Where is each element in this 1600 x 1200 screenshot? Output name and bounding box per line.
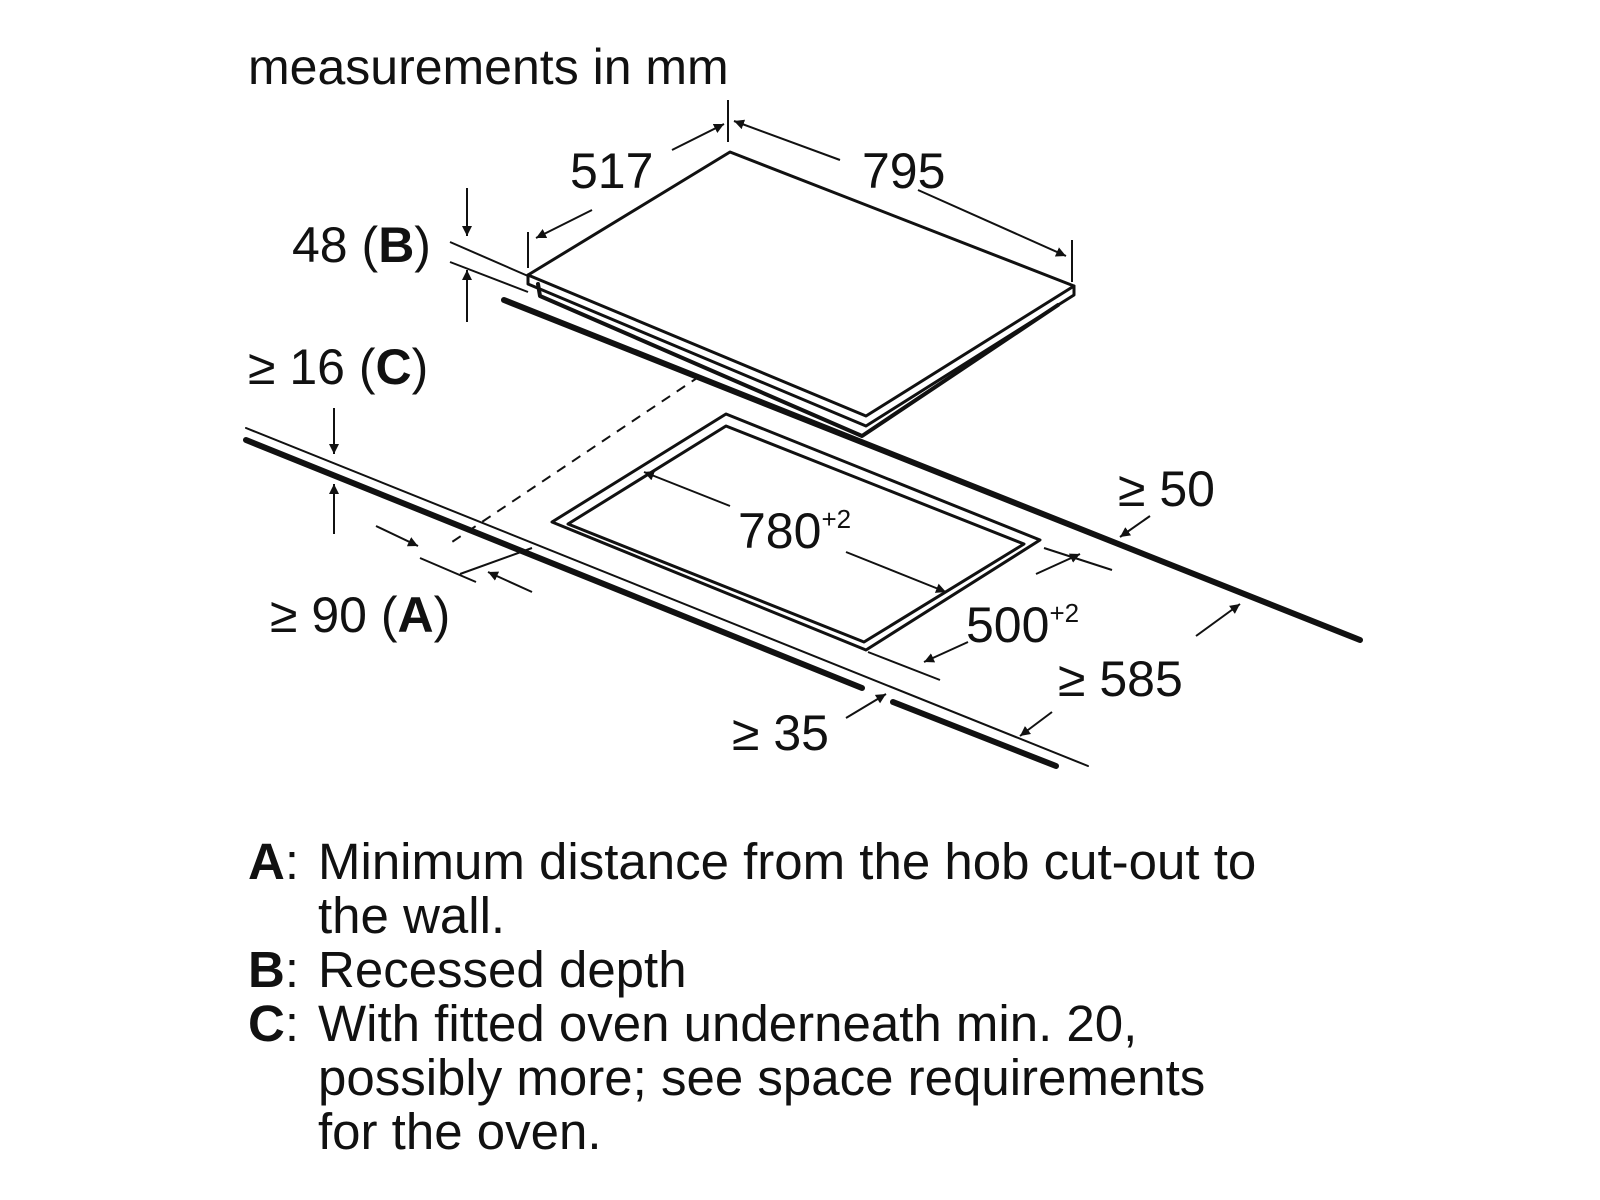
cutout xyxy=(550,412,1042,652)
dim-35-label: ≥ 35 xyxy=(732,705,829,761)
worktop-front-top-line xyxy=(245,427,1089,767)
worktop-front-edge-right xyxy=(890,699,1059,769)
extension-line-b-bottom xyxy=(449,261,529,293)
dim-517-arrow-top xyxy=(671,123,725,151)
legend-entry-c: C: With fitted oven underneath min. 20, … xyxy=(248,997,1278,1159)
extension-line-500-bottom xyxy=(867,651,941,681)
legend-text-a: Minimum distance from the hob cut-out to… xyxy=(318,833,1257,944)
dim-90-label: ≥ 90 (A) xyxy=(270,587,450,643)
dim-780-tolerance: +2 xyxy=(821,504,851,534)
worktop-back-edge xyxy=(501,297,1363,643)
legend-text-b: Recessed depth xyxy=(318,941,687,998)
dim-585-arrow-down xyxy=(1019,711,1053,737)
worktop xyxy=(243,297,1363,769)
dim-48-letter: B xyxy=(378,217,414,273)
dim-50-arrow xyxy=(1119,515,1151,538)
dim-50-label: ≥ 50 xyxy=(1118,461,1215,517)
cutout-inner-outline xyxy=(566,424,1026,644)
dim-585-label: ≥ 585 xyxy=(1058,651,1183,707)
legend: A: Minimum distance from the hob cut-out… xyxy=(248,835,1278,1159)
dim-48-value: 48 xyxy=(292,217,348,273)
hob-glass-edge xyxy=(526,273,1076,428)
dim-500-arrow-up xyxy=(1035,553,1081,575)
dim-780-arrow-left xyxy=(643,471,731,507)
legend-text-c: With fitted oven underneath min. 20, pos… xyxy=(318,995,1206,1160)
dim-16-letter: C xyxy=(376,339,412,395)
legend-letter-b: B xyxy=(248,941,285,998)
dim-35-arrow xyxy=(845,693,887,719)
legend-entry-a: A: Minimum distance from the hob cut-out… xyxy=(248,835,1278,943)
cutout-outer-outline xyxy=(550,412,1042,652)
dimension-lines xyxy=(329,100,1241,737)
dim-16-value: ≥ 16 xyxy=(248,339,345,395)
dim-500-arrow-down xyxy=(923,641,969,663)
legend-letter-a: A xyxy=(248,833,285,890)
dim-585-arrow-up xyxy=(1195,603,1241,637)
dim-90-arrow-left xyxy=(487,571,533,593)
dim-90-letter: A xyxy=(398,587,434,643)
dim-90-value: ≥ 90 xyxy=(270,587,367,643)
page-title: measurements in mm xyxy=(248,39,729,95)
dim-795-label: 795 xyxy=(862,143,945,199)
dim-16-label: ≥ 16 (C) xyxy=(248,339,428,395)
dim-500-label: 500+2 xyxy=(966,597,1079,653)
dim-48-label: 48 (B) xyxy=(292,217,431,273)
dim-780-value: 780 xyxy=(738,503,821,559)
extension-line-b-top xyxy=(449,241,529,277)
projection-dashed-line xyxy=(451,375,701,543)
dim-517-label: 517 xyxy=(570,143,653,199)
dim-500-tolerance: +2 xyxy=(1049,598,1079,628)
legend-letter-c: C xyxy=(248,995,285,1052)
hob-glass-outline xyxy=(526,150,1076,418)
dim-780-arrow-right xyxy=(845,551,947,593)
hob-frame-edge xyxy=(536,282,1060,438)
dim-90-arrow-right xyxy=(375,525,419,547)
dim-517-arrow-bottom xyxy=(535,209,593,239)
dim-795-arrow-right xyxy=(917,189,1067,257)
dim-780-label: 780+2 xyxy=(738,503,851,559)
extension-line-a-left xyxy=(419,557,477,583)
extension-line-a-right xyxy=(459,547,533,575)
dim-795-arrow-left xyxy=(733,119,841,161)
worktop-front-edge xyxy=(243,437,865,691)
hob-top xyxy=(526,150,1076,438)
legend-entry-b: B: Recessed depth xyxy=(248,943,1278,997)
dim-500-value: 500 xyxy=(966,597,1049,653)
